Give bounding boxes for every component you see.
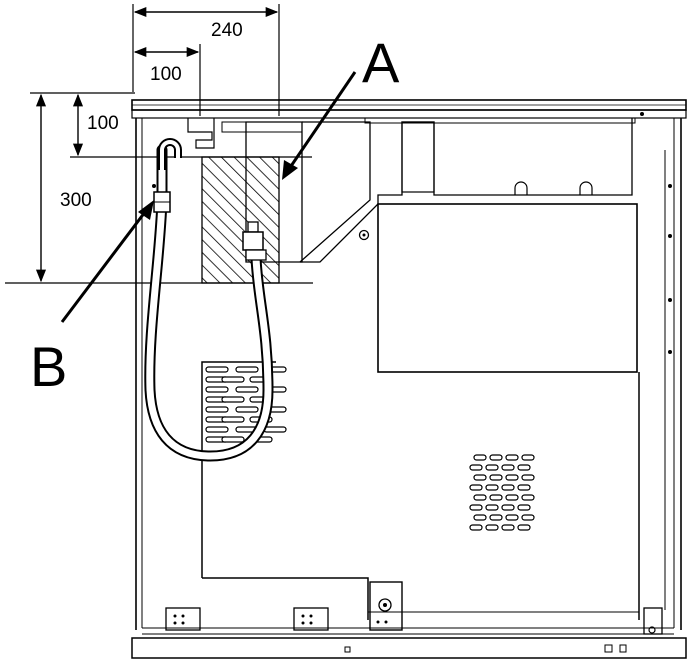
vent-slot <box>485 524 499 531</box>
vent-slot <box>501 464 515 471</box>
control-module <box>377 203 638 373</box>
vent-slot <box>501 524 515 531</box>
vent-slot <box>517 524 531 531</box>
callout-a: A <box>282 31 400 180</box>
vent-slot <box>221 396 245 403</box>
vent-slot <box>469 504 483 511</box>
callout-b: B <box>30 200 154 398</box>
vent-slot <box>235 386 259 393</box>
vent-slot <box>221 376 245 383</box>
vent-grille-left <box>205 366 287 443</box>
vent-slot <box>473 514 487 521</box>
clearance-zone <box>201 156 280 284</box>
hose-clamp-b <box>153 191 171 213</box>
vent-slot <box>505 454 519 461</box>
vent-slot <box>517 484 531 491</box>
dimension-100-vertical: 100 <box>70 92 312 158</box>
dimension-300-label: 300 <box>60 190 92 211</box>
vent-slot <box>521 494 535 501</box>
vent-slot <box>205 426 229 433</box>
dimension-240-label: 240 <box>211 20 243 41</box>
vent-slot <box>473 454 487 461</box>
foot-right <box>643 607 663 635</box>
dimension-100-horizontal: 100 <box>133 44 201 116</box>
drain-hose <box>144 144 274 462</box>
vent-slot <box>505 494 519 501</box>
vent-slot <box>485 484 499 491</box>
vent-slot <box>473 494 487 501</box>
callout-a-label: A <box>362 31 400 94</box>
vent-slot <box>205 366 229 373</box>
dimension-100-vertical-label: 100 <box>87 113 119 134</box>
vent-slot <box>235 406 259 413</box>
vent-slot <box>485 504 499 511</box>
vent-slot <box>235 366 259 373</box>
vent-slot <box>489 494 503 501</box>
dimension-100-horizontal-label: 100 <box>150 64 182 85</box>
vent-grille-right <box>469 454 535 531</box>
vent-slot <box>489 474 503 481</box>
vent-slot <box>517 464 531 471</box>
vent-slot <box>263 426 287 433</box>
vent-slot <box>489 514 503 521</box>
vent-slot <box>505 474 519 481</box>
vent-slot <box>205 386 229 393</box>
dimension-240: 240 <box>132 4 280 116</box>
vent-slot <box>221 436 245 443</box>
vent-slot <box>521 454 535 461</box>
hose-fitting-a <box>242 221 267 261</box>
appliance-frame <box>131 99 687 659</box>
vent-slot <box>469 484 483 491</box>
hose-top-hook <box>158 138 182 170</box>
vent-slot <box>485 464 499 471</box>
top-bracket <box>187 117 636 263</box>
foot-center <box>293 607 329 631</box>
foot-left <box>165 607 201 631</box>
vent-slot <box>473 474 487 481</box>
vent-slot <box>221 416 245 423</box>
vent-slot <box>501 504 515 511</box>
vent-slot <box>469 464 483 471</box>
vent-slot <box>521 474 535 481</box>
lower-panel <box>201 361 640 620</box>
vent-slot <box>205 406 229 413</box>
motor-mount <box>369 581 403 631</box>
vent-slot <box>517 504 531 511</box>
vent-slot <box>489 454 503 461</box>
vent-slot <box>505 514 519 521</box>
vent-slot <box>521 514 535 521</box>
vent-slot <box>469 524 483 531</box>
vent-slot <box>501 484 515 491</box>
callout-b-label: B <box>30 335 67 398</box>
